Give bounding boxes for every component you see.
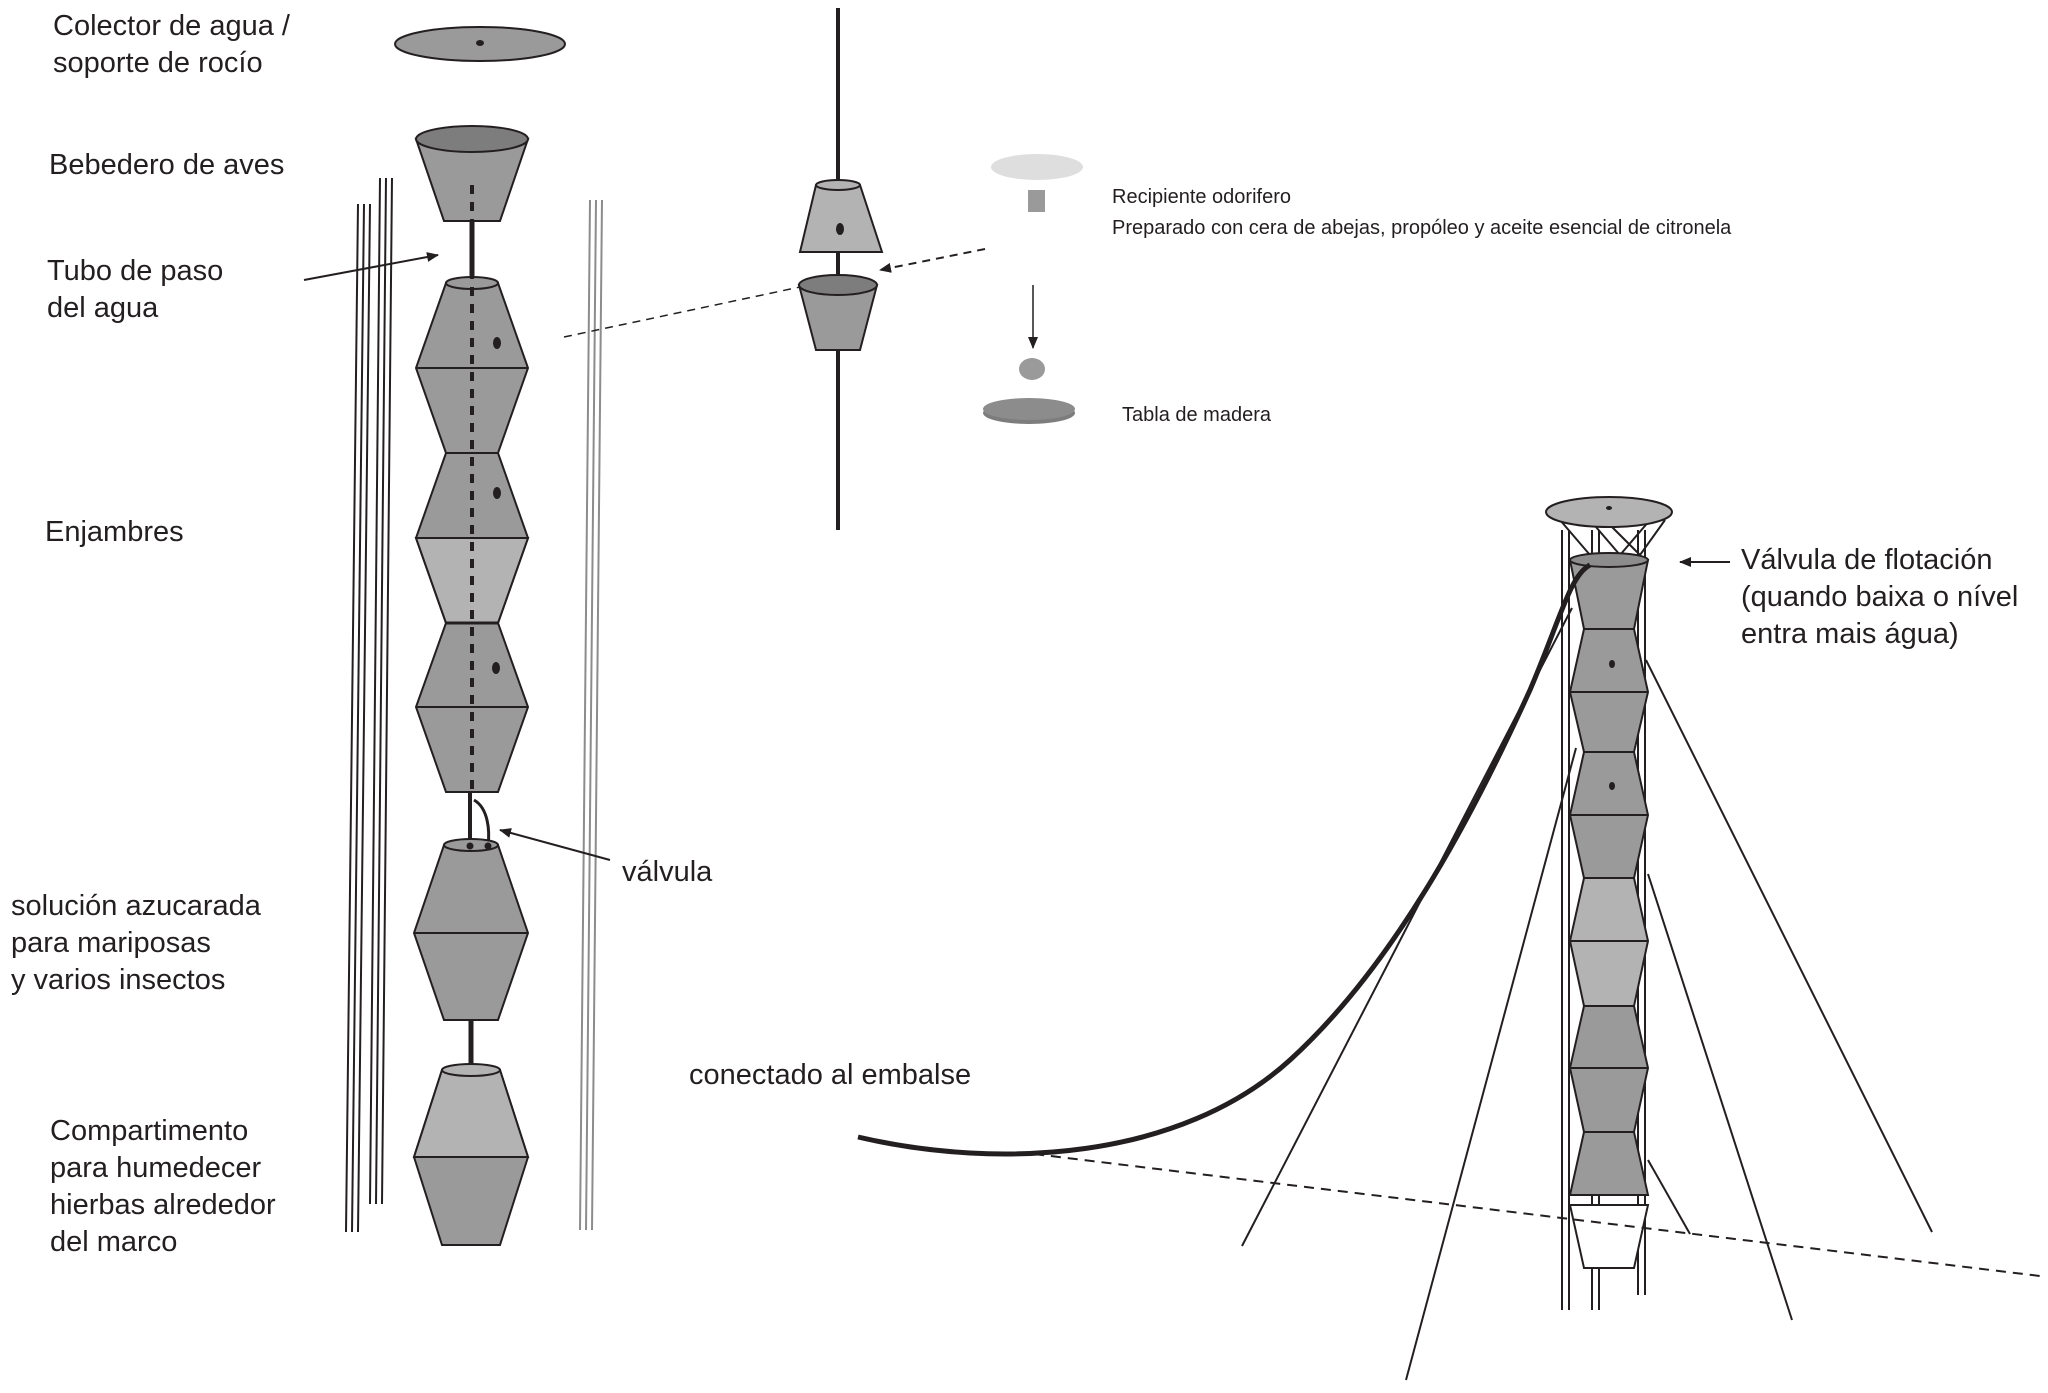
bird-bath-rim xyxy=(415,125,529,153)
label-wood-board: Tabla de madera xyxy=(1122,404,1271,426)
label-moisten-line3: hierbas alrededor xyxy=(50,1189,276,1221)
label-float-valve-line1: Válvula de flotación xyxy=(1741,544,1993,576)
label-float-valve-line3: entra mais água) xyxy=(1741,618,1959,650)
odor-container-arrow-dashed xyxy=(879,248,986,273)
swarm-module-3 xyxy=(414,621,530,793)
label-sugar-line2: para mariposas xyxy=(11,927,211,959)
label-float-valve-line2: (quando baixa o nível xyxy=(1741,581,2019,613)
label-moisten-line1: Compartimento xyxy=(50,1115,249,1147)
label-odor-container: Recipiente odorifero xyxy=(1112,186,1291,208)
moisten-compartment-module xyxy=(412,1063,530,1246)
label-moisten-compartment: Compartimento para humedecer hierbas alr… xyxy=(50,1113,276,1261)
frame-poles-right xyxy=(579,199,603,1231)
water-tube-arrow xyxy=(303,252,439,281)
wood-board xyxy=(983,398,1075,424)
label-moisten-line4: del marco xyxy=(50,1226,178,1258)
label-reservoir-link: conectado al embalse xyxy=(689,1059,972,1091)
label-water-tube-line2: del agua xyxy=(47,292,159,324)
detail-link-dashed xyxy=(563,286,801,338)
label-water-collector: Colector de agua / soporte de rocío xyxy=(53,8,290,82)
label-bird-bath: Bebedero de aves xyxy=(49,149,285,181)
wax-preparation xyxy=(1019,358,1045,380)
center-detail xyxy=(797,8,884,530)
label-water-tube: Tubo de paso del agua xyxy=(47,253,223,327)
reservoir-hose xyxy=(857,562,1592,1157)
label-sugar-solution: solución azucarada para mariposas y vari… xyxy=(11,888,261,999)
odor-container-lid xyxy=(991,154,1083,180)
right-collector-disk xyxy=(1545,496,1673,528)
sugar-solution-module xyxy=(412,838,530,1021)
right-tower xyxy=(857,496,1933,1381)
label-water-collector-line2: soporte de rocío xyxy=(53,47,263,79)
detail-lower-pot xyxy=(797,274,879,351)
left-tower xyxy=(345,26,603,1246)
label-valve: válvula xyxy=(622,856,713,888)
collector-hole xyxy=(476,40,484,46)
detail-upper-pot xyxy=(798,179,884,253)
label-float-valve: Válvula de flotación (quando baixa o nív… xyxy=(1741,542,2018,653)
odor-container xyxy=(1028,190,1045,212)
label-water-collector-line1: Colector de agua / xyxy=(53,10,290,42)
frame-poles-left xyxy=(345,177,393,1233)
ground-line-dashed xyxy=(1033,1153,2041,1277)
label-moisten-line2: para humedecer xyxy=(50,1152,262,1184)
label-sugar-line1: solución azucarada xyxy=(11,890,261,922)
right-module-stack xyxy=(1568,552,1650,1269)
label-sugar-line3: y varios insectos xyxy=(11,964,226,996)
label-swarms: Enjambres xyxy=(45,516,184,548)
label-water-tube-line1: Tubo de paso xyxy=(47,255,224,287)
valve-arrow xyxy=(499,828,611,861)
label-odor-preparation: Preparado con cera de abejas, propóleo y… xyxy=(1112,217,1732,239)
